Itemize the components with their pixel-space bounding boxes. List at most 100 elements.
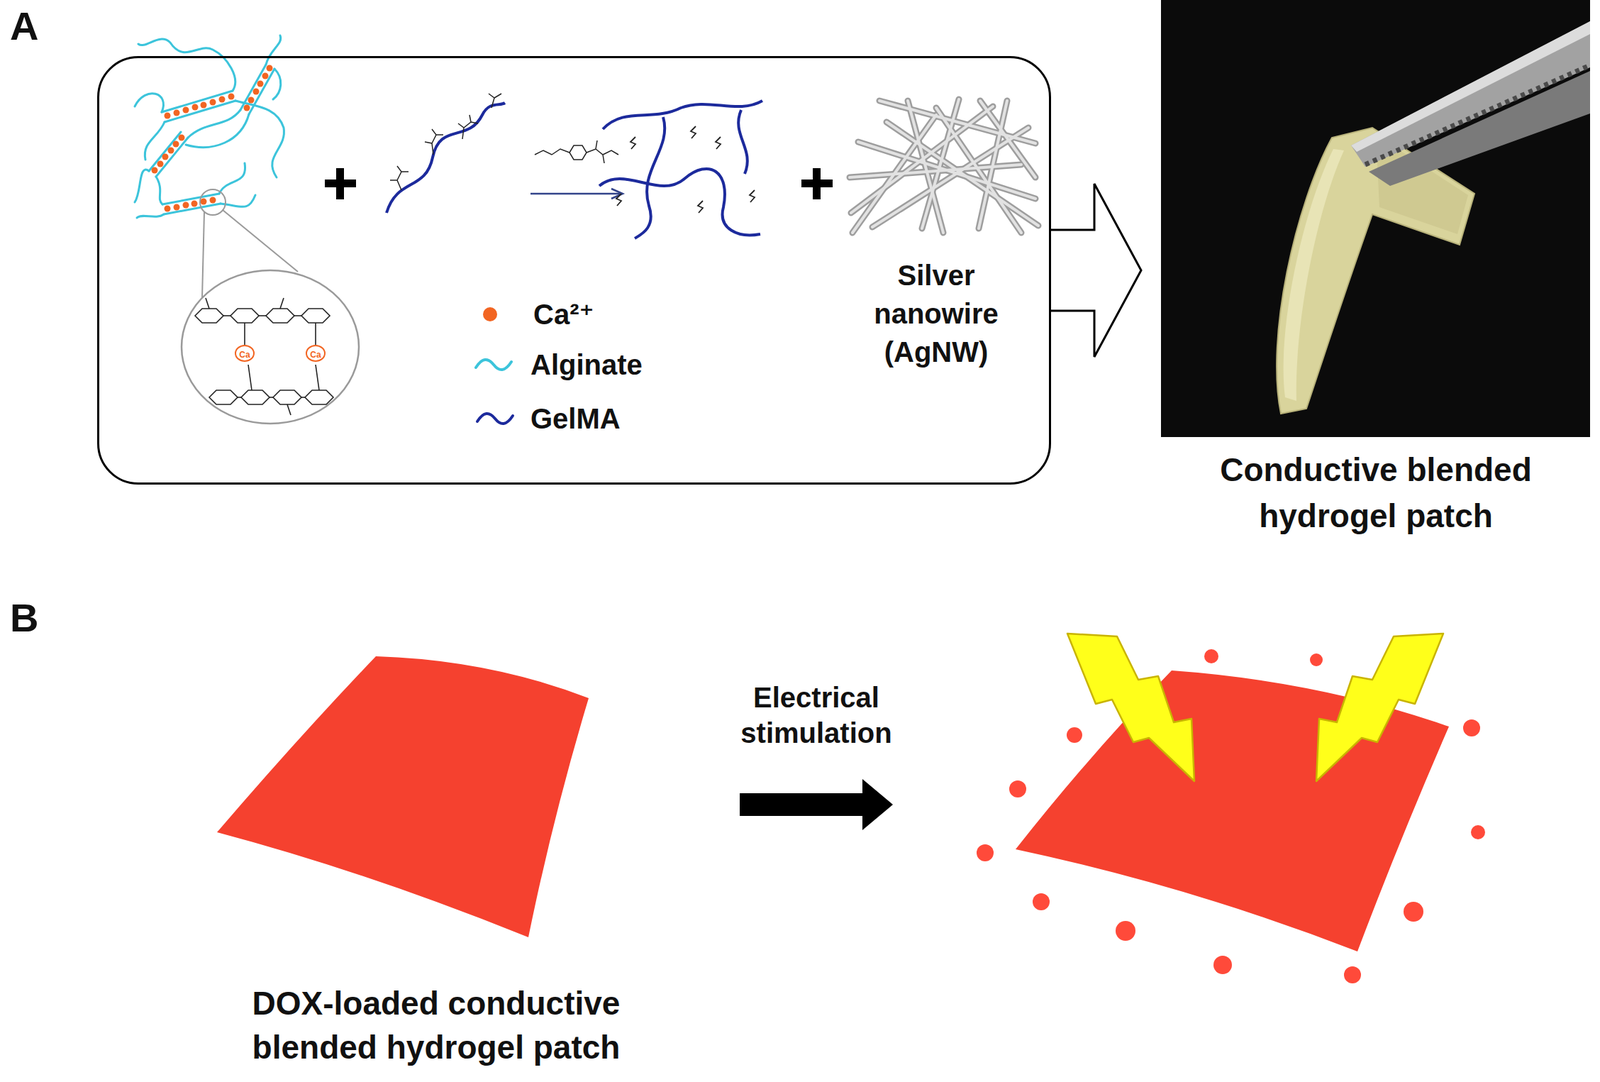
hydrogel-photo — [1351, 21, 1591, 152]
egg-box-structure — [315, 364, 320, 391]
calcium-ions — [182, 107, 190, 114]
alginate-network — [235, 100, 284, 178]
calcium-ions — [209, 99, 217, 106]
calcium-ions — [257, 80, 264, 88]
alginate-network — [134, 35, 284, 218]
calcium-ions — [192, 104, 199, 111]
patch-figure: DOX-loaded conductive blended hydrogel p… — [205, 638, 667, 1075]
legend-line-sample — [475, 408, 515, 429]
alginate-network — [134, 93, 164, 113]
crosslinked-gelma — [616, 193, 622, 206]
silver-nanowires — [849, 99, 1039, 233]
gelma-strand — [390, 93, 502, 191]
egg-box-structure — [223, 314, 231, 317]
egg-box-structure — [237, 396, 242, 398]
text-holder: DOX-loaded conductive blended hydrogel p… — [209, 980, 664, 1069]
panel-letter: A — [9, 2, 67, 50]
silver-nanowires — [849, 164, 1022, 178]
egg-box-structure — [241, 390, 270, 405]
hydrogel-photo — [1283, 148, 1344, 401]
alginate-network — [156, 176, 163, 205]
silver-nanowires — [849, 99, 1039, 233]
released-drug — [976, 843, 994, 861]
egg-box-structure — [195, 297, 334, 415]
calcium-ions — [173, 109, 181, 117]
silver-nanowires — [980, 100, 1036, 178]
silver-nanowires — [852, 114, 937, 233]
lightning-bolt — [1067, 633, 1444, 781]
legend-line-sample — [475, 359, 512, 370]
crosslinked-gelma — [599, 100, 763, 239]
crosslinked-gelma — [715, 136, 721, 149]
alginate-network — [161, 90, 233, 113]
zoom-callout — [202, 212, 205, 298]
zoom-callout — [222, 209, 298, 272]
released-drug — [1032, 892, 1050, 910]
released-drug — [1213, 955, 1232, 974]
calcium-ions — [248, 97, 255, 104]
calcium-ions — [164, 112, 171, 120]
alginate-network — [273, 68, 281, 100]
crosslinked-gelma — [634, 117, 665, 239]
hydrogel-patch — [217, 656, 589, 937]
calcium-ions — [151, 167, 159, 174]
released-drug — [1470, 824, 1486, 840]
crosslinked-gelma — [630, 136, 636, 149]
alginate-network — [240, 64, 266, 110]
released-drug — [1403, 901, 1424, 922]
egg-box-structure — [273, 390, 302, 405]
released-drug — [1009, 780, 1027, 798]
egg-box-structure — [209, 390, 238, 405]
lightning-bolt — [1067, 633, 1195, 781]
egg-box-structure — [301, 396, 305, 398]
reaction-arrow — [530, 188, 623, 199]
alginate-network — [219, 163, 246, 194]
crosslinked-gelma — [616, 126, 755, 213]
released-drug — [1343, 965, 1361, 983]
calcium-ions — [182, 202, 190, 209]
photoinitiator-molecule — [586, 140, 619, 164]
calcium-ions — [191, 200, 198, 208]
calcium-ions — [200, 198, 208, 205]
hydrogel-patch — [217, 656, 1449, 952]
calcium-ions — [157, 160, 164, 168]
silver-nanowires — [872, 127, 1029, 227]
calcium-ions — [162, 153, 169, 161]
node-caption: Silver nanowire (AgNW) — [840, 256, 1032, 371]
calcium-ions — [219, 96, 226, 103]
zoom-callout — [181, 189, 359, 424]
alginate-network — [136, 214, 164, 218]
arrow-label: Electrical stimulation — [695, 679, 937, 751]
released-drug — [1204, 648, 1219, 664]
egg-box-structure — [294, 314, 302, 317]
legend-text: Ca²⁺ — [533, 296, 595, 332]
calcium-ions — [178, 134, 186, 142]
silver-nanowires — [879, 100, 1036, 144]
alginate-network — [187, 109, 241, 138]
crosslinked-gelma — [690, 126, 696, 139]
plus-symbol — [336, 168, 344, 200]
gelma-strand — [386, 102, 505, 213]
plus-symbol — [812, 168, 821, 200]
released-drug — [1066, 726, 1083, 743]
zoom-callout — [181, 270, 359, 424]
alginate-network — [148, 131, 181, 171]
photoinitiator-molecule — [569, 145, 587, 160]
alginate-network — [162, 193, 220, 205]
gelma-strand — [390, 165, 409, 191]
node-caption: DOX-loaded conductive blended hydrogel p… — [209, 980, 664, 1069]
alginate-network — [185, 114, 249, 148]
egg-box-structure — [230, 308, 259, 323]
legend-line-sample — [477, 413, 513, 424]
crosslinked-gelma — [599, 100, 763, 239]
legend-line-sample — [473, 354, 514, 375]
egg-box-structure — [195, 308, 224, 323]
released-drug — [976, 648, 1486, 983]
egg-box-structure — [301, 308, 330, 323]
egg-box-structure — [205, 297, 210, 309]
released-drug — [1115, 920, 1136, 941]
